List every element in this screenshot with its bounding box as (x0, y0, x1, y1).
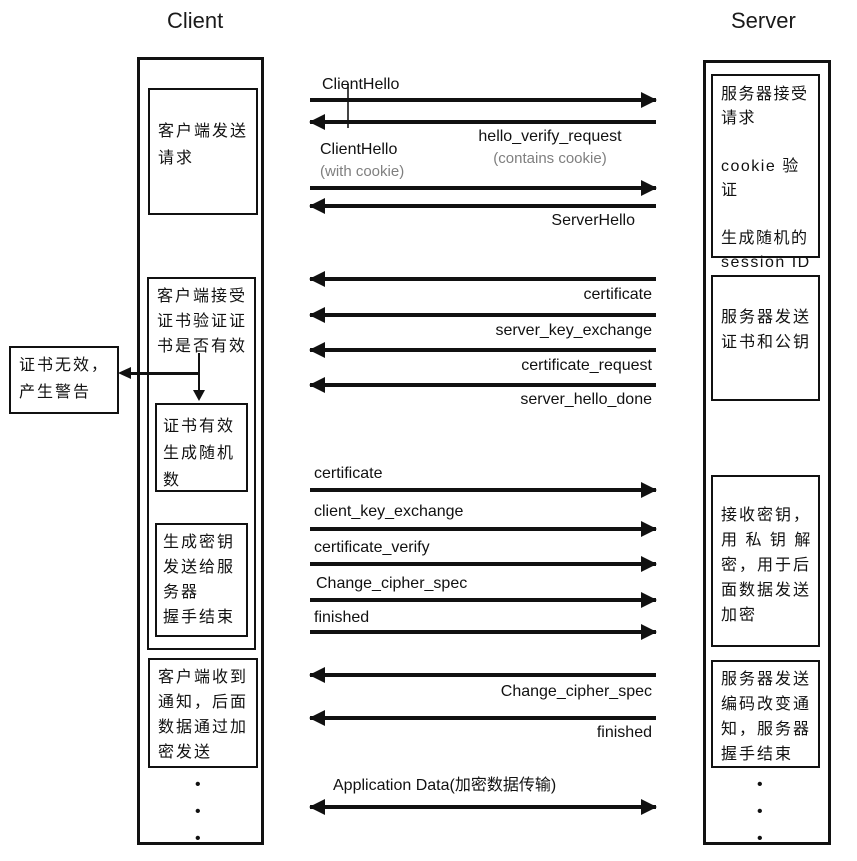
server-ellipsis-dots: • • • (757, 776, 763, 847)
arrow-right-client-key-exchange-icon (310, 521, 657, 537)
arrow-left-server-key-exchange-icon (309, 307, 656, 323)
arrow-left-change-cipher-spec-icon (309, 667, 656, 683)
arrow-right-certificate-verify-icon (310, 556, 657, 572)
message-label-certificate-client: certificate (314, 465, 383, 482)
server-box-receive-key: 接收密钥， 用 私 钥 解 密，用于后 面数据发送 加密 (711, 475, 820, 647)
message-label-clienthello-2: ClientHello (with cookie) (320, 141, 404, 180)
server-title: Server (731, 8, 796, 33)
arrow-right-change-cipher-spec-icon (310, 592, 657, 608)
server-box-send-certificate: 服务器发送 证书和公钥 (711, 275, 820, 401)
message-label-certificate-request: certificate_request (521, 357, 652, 374)
arrow-left-certificate-request-icon (309, 342, 656, 358)
message-label-hello-verify-request: hello_verify_request (contains cookie) (440, 128, 660, 167)
client-box-generate-key: 生成密钥 发送给服 务器 握手结束 (155, 523, 248, 637)
arrow-left-server-hello-done-icon (309, 377, 656, 393)
client-title: Client (167, 8, 224, 33)
client-ellipsis-dots: • • • (195, 776, 201, 847)
message-label-serverhello: ServerHello (551, 212, 635, 229)
server-box-cipher-change-notice: 服务器发送 编码改变通 知，服务器 握手结束 (711, 660, 820, 768)
packet-tick-line (347, 84, 349, 128)
arrow-left-hello-verify-request-icon (309, 114, 656, 130)
arrow-right-clienthello-2-icon (310, 180, 657, 196)
message-label-text: ClientHello (320, 141, 398, 158)
message-sublabel-text: (contains cookie) (493, 150, 607, 167)
message-label-clienthello-1: ClientHello (322, 76, 400, 93)
arrow-left-certificate-invalid-icon (118, 367, 200, 379)
message-label-client-key-exchange: client_key_exchange (314, 503, 464, 520)
message-label-server-key-exchange: server_key_exchange (495, 322, 652, 339)
arrow-left-serverhello-icon (309, 198, 656, 214)
arrow-left-certificate-icon (309, 271, 656, 287)
client-box-certificate-valid: 证书有效 生成随机 数 (155, 403, 248, 492)
client-box-received-notice: 客户端收到 通知，后面 数据通过加 密发送 (148, 658, 258, 768)
message-label-application-data: Application Data(加密数据传输) (333, 777, 557, 794)
message-label-server-hello-done: server_hello_done (520, 391, 652, 408)
client-box-send-request: 客户端发送 请求 (148, 88, 258, 215)
arrow-right-certificate-icon (310, 482, 657, 498)
arrow-left-finished-icon (309, 710, 656, 726)
arrow-right-clienthello-1-icon (310, 92, 657, 108)
message-label-change-cipher-spec-client: Change_cipher_spec (316, 575, 468, 592)
warning-box-certificate-invalid: 证书无效， 产生警告 (9, 346, 119, 414)
message-sublabel-text: (with cookie) (320, 163, 405, 180)
message-label-finished-server: finished (596, 724, 652, 741)
arrow-both-application-data-icon (309, 799, 657, 815)
message-label-finished-client: finished (314, 609, 370, 626)
message-label-change-cipher-spec-server: Change_cipher_spec (500, 683, 652, 700)
message-label-certificate-verify: certificate_verify (314, 539, 430, 556)
message-label-certificate-server: certificate (583, 286, 652, 303)
message-label-text: hello_verify_request (478, 128, 622, 145)
server-box-accept-request: 服务器接受 请求 cookie 验证 生成随机的 session ID (711, 74, 820, 271)
arrow-right-finished-icon (310, 624, 657, 640)
